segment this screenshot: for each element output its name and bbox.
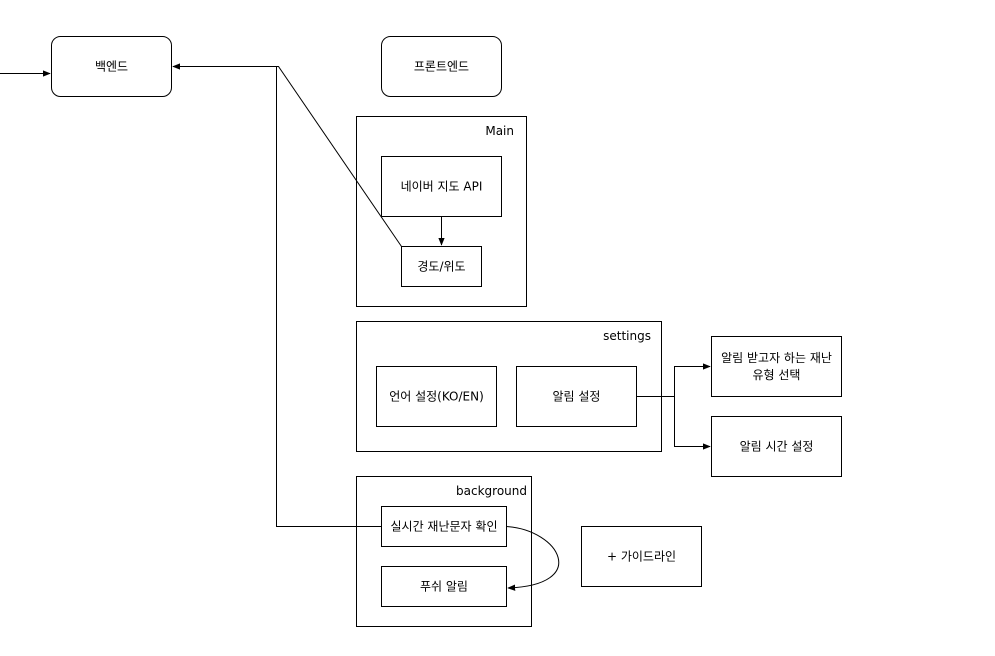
disaster-type-select-label-line1: 알림 받고자 하는 재난 [721,351,832,365]
guideline-label: + 가이드라인 [607,550,676,564]
naver-map-api-box[interactable] [381,156,502,217]
edge-realtime-to-push-alarm [506,526,560,591]
realtime-disaster-check-node[interactable]: 실시간 재난문자 확인 [381,506,507,547]
language-setting-label: 언어 설정(KO/EN) [389,390,484,404]
frontend-node[interactable]: 프론트엔드 [381,36,502,97]
frontend-node-label: 프론트엔드 [414,60,469,74]
settings-group-label: settings [603,329,651,343]
language-setting-node[interactable]: 언어 설정(KO/EN) [376,366,497,427]
language-setting-box[interactable] [376,366,497,427]
alarm-time-setting-node[interactable]: 알림 시간 설정 [711,416,842,477]
realtime-disaster-check-label: 실시간 재난문자 확인 [391,520,498,534]
edge-alarm-to-alarm-time [674,396,711,450]
disaster-type-select-node[interactable]: 알림 받고자 하는 재난 유형 선택 [711,336,842,397]
disaster-type-select-label-line2: 유형 선택 [753,368,801,382]
edges [0,63,711,591]
alarm-setting-label: 알림 설정 [553,390,601,404]
alarm-time-setting-box[interactable] [711,416,842,477]
lat-lng-box[interactable] [401,246,482,287]
edge-realtime-to-backend [276,66,382,527]
push-alarm-label: 푸쉬 알림 [420,580,468,594]
main-group-label: Main [485,124,514,138]
alarm-setting-box[interactable] [516,366,637,427]
guideline-node[interactable]: + 가이드라인 [581,526,702,587]
backend-node-box[interactable] [51,36,172,97]
realtime-disaster-check-box[interactable] [381,506,507,547]
edge-alarm-to-disaster-type [636,363,711,397]
background-group-label: background [456,484,527,498]
naver-map-api-label: 네이버 지도 API [401,180,483,194]
backend-node[interactable]: 백엔드 [51,36,172,97]
alarm-setting-node[interactable]: 알림 설정 [516,366,637,427]
naver-map-api-node[interactable]: 네이버 지도 API [381,156,502,217]
push-alarm-node[interactable]: 푸쉬 알림 [381,566,507,607]
lat-lng-node[interactable]: 경도/위도 [401,246,482,287]
backend-node-label: 백엔드 [95,60,128,74]
lat-lng-label: 경도/위도 [417,260,465,274]
disaster-type-select-box[interactable] [711,336,842,397]
edge-latlng-to-backend [172,63,402,247]
guideline-box[interactable] [581,526,702,587]
push-alarm-box[interactable] [381,566,507,607]
alarm-time-setting-label: 알림 시간 설정 [740,440,814,454]
frontend-node-box[interactable] [381,36,502,97]
